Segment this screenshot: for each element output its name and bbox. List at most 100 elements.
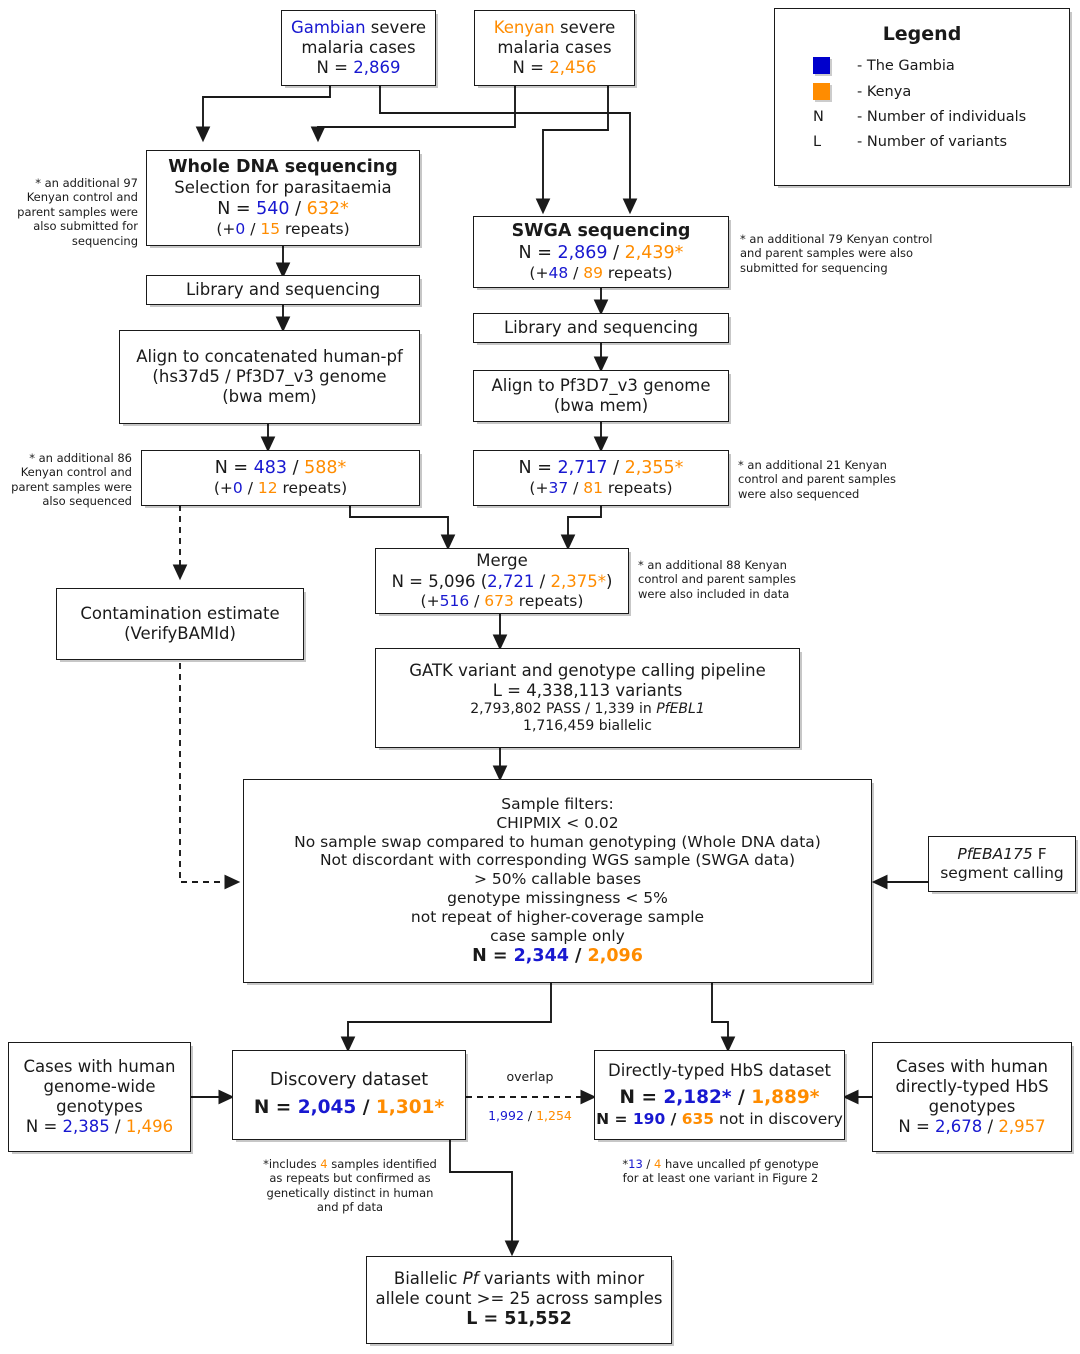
kenyan-cases-line2: malaria cases <box>497 37 612 57</box>
gambian-cases-count: N = 2,869 <box>316 58 401 78</box>
contamination-line2: (VerifyBAMId) <box>124 624 236 643</box>
eba175-line1: PfEBA175 F <box>957 845 1047 864</box>
legend-swatch-gambia <box>805 57 857 74</box>
align-left-line2: (hs37d5 / Pf3D7_v3 genome <box>152 366 387 386</box>
node-merge[interactable]: Merge N = 5,096 (2,721 / 2,375*) (+516 /… <box>375 548 629 614</box>
sample-filters-line2: CHIPMIX < 0.02 <box>496 813 619 832</box>
node-align-right[interactable]: Align to Pf3D7_v3 genome (bwa mem) <box>473 370 729 422</box>
gambian-cases-line1: Gambian severe <box>290 17 427 37</box>
node-sample-filters[interactable]: Sample filters: CHIPMIX < 0.02 No sample… <box>243 779 872 983</box>
node-library-sequencing-right[interactable]: Library and sequencing <box>473 313 729 343</box>
library-left-label: Library and sequencing <box>185 279 381 299</box>
sample-filters-line1: Sample filters: <box>501 794 614 813</box>
sample-filters-line5: > 50% callable bases <box>473 870 642 889</box>
node-counts-left[interactable]: N = 483 / 588* (+0 / 12 repeats) <box>141 450 420 506</box>
merge-title: Merge <box>476 551 528 571</box>
overlap-counts: 1,992 / 1,254 <box>488 1108 572 1123</box>
legend-item-gambia: - The Gambia <box>775 57 1069 74</box>
gatk-line3: 2,793,802 PASS / 1,339 in PfEBL1 <box>470 701 705 718</box>
align-left-line3: (bwa mem) <box>222 387 317 407</box>
gatk-line4: 1,716,459 biallelic <box>523 718 652 735</box>
legend-panel: Legend - The Gambia - Kenya N - Number o… <box>774 8 1070 186</box>
library-right-label: Library and sequencing <box>503 317 699 337</box>
cases-hbs-line2: directly-typed HbS <box>895 1076 1049 1096</box>
node-cases-with-gwas-genotypes[interactable]: Cases with human genome-wide genotypes N… <box>8 1042 191 1152</box>
align-left-line1: Align to concatenated human-pf <box>136 346 403 366</box>
align-right-line2: (bwa mem) <box>553 396 649 415</box>
note-counts-left: * an additional 86 Kenyan control and pa… <box>11 451 132 509</box>
note-hbs: *13 / 4 have uncalled pf genotype for at… <box>622 1157 819 1186</box>
counts-right-n: N = 2,717 / 2,355* <box>518 457 684 478</box>
align-right-line1: Align to Pf3D7_v3 genome <box>491 375 711 395</box>
note-discovery: *includes 4 samples identified as repeat… <box>263 1157 437 1215</box>
note-swga: * an additional 79 Kenyan control and pa… <box>740 232 933 275</box>
node-discovery-dataset[interactable]: Discovery dataset N = 2,045 / 1,301* <box>232 1050 466 1140</box>
cases-gwas-line3: genotypes <box>56 1097 143 1116</box>
legend-swatch-kenya <box>805 83 857 100</box>
legend-key-n: N <box>813 109 824 125</box>
sample-filters-line4: Not discordant with corresponding WGS sa… <box>319 851 796 870</box>
node-swga-sequencing[interactable]: SWGA sequencing N = 2,869 / 2,439* (+48 … <box>473 216 729 288</box>
discovery-title: Discovery dataset <box>269 1070 429 1091</box>
final-line2: allele count >= 25 across samples <box>375 1289 663 1309</box>
sample-filters-counts: N = 2,344 / 2,096 <box>472 945 643 966</box>
kenyan-cases-count: N = 2,456 <box>512 58 597 78</box>
node-contamination-estimate[interactable]: Contamination estimate (VerifyBAMId) <box>56 588 304 660</box>
legend-key-l: L <box>813 134 822 150</box>
cases-hbs-counts: N = 2,678 / 2,957 <box>898 1117 1046 1137</box>
note-counts-right: * an additional 21 Kenyan control and pa… <box>738 458 896 501</box>
sample-filters-line7: not repeat of higher-coverage sample <box>410 908 705 927</box>
node-final-variants[interactable]: Biallelic Pf variants with minor allele … <box>366 1256 672 1344</box>
gatk-line2: L = 4,338,113 variants <box>492 680 683 700</box>
kenyan-cases-line1: Kenyan severe <box>493 17 616 37</box>
cases-hbs-line3: genotypes <box>928 1097 1016 1116</box>
cases-hbs-line1: Cases with human <box>895 1056 1049 1076</box>
cases-gwas-line1: Cases with human <box>23 1056 176 1076</box>
node-counts-right[interactable]: N = 2,717 / 2,355* (+37 / 81 repeats) <box>473 450 729 506</box>
note-merge: * an additional 88 Kenyan control and pa… <box>638 558 796 601</box>
counts-right-repeats: (+37 / 81 repeats) <box>529 479 673 498</box>
eba175-line2: segment calling <box>940 864 1064 882</box>
final-line1: Biallelic Pf variants with minor <box>393 1269 645 1289</box>
note-whole-dna: * an additional 97 Kenyan control and pa… <box>17 176 138 248</box>
swga-title: SWGA sequencing <box>511 221 691 242</box>
whole-dna-subtitle: Selection for parasitaemia <box>174 178 392 198</box>
node-library-sequencing-left[interactable]: Library and sequencing <box>146 275 420 305</box>
node-eba175-segment-calling[interactable]: PfEBA175 F segment calling <box>928 836 1076 892</box>
node-hbs-dataset[interactable]: Directly-typed HbS dataset N = 2,182* / … <box>594 1050 845 1140</box>
node-kenyan-cases[interactable]: Kenyan severe malaria cases N = 2,456 <box>474 10 635 86</box>
counts-left-n: N = 483 / 588* <box>214 457 347 478</box>
legend-item-kenya: - Kenya <box>775 83 1069 100</box>
sample-filters-line6: genotype missingness < 5% <box>447 889 668 908</box>
whole-dna-title: Whole DNA sequencing <box>168 157 398 178</box>
legend-label-n: - Number of individuals <box>857 109 1027 125</box>
legend-label-kenya: - Kenya <box>857 83 912 100</box>
node-cases-with-hbs-genotypes[interactable]: Cases with human directly-typed HbS geno… <box>872 1042 1072 1152</box>
whole-dna-counts: N = 540 / 632* <box>217 198 349 219</box>
merge-repeats: (+516 / 673 repeats) <box>420 591 584 610</box>
node-whole-dna-sequencing[interactable]: Whole DNA sequencing Selection for paras… <box>146 150 420 246</box>
contamination-line1: Contamination estimate <box>80 603 280 623</box>
node-gambian-cases[interactable]: Gambian severe malaria cases N = 2,869 <box>281 10 436 86</box>
counts-left-repeats: (+0 / 12 repeats) <box>213 479 348 498</box>
sample-filters-line8: case sample only <box>490 927 625 946</box>
hbs-counts: N = 2,182* / 1,889* <box>619 1087 820 1109</box>
hbs-title: Directly-typed HbS dataset <box>608 1061 831 1081</box>
node-gatk-pipeline[interactable]: GATK variant and genotype calling pipeli… <box>375 648 800 748</box>
legend-item-l: L - Number of variants <box>775 134 1069 150</box>
legend-item-n: N - Number of individuals <box>775 109 1069 125</box>
legend-label-l: - Number of variants <box>857 134 1008 150</box>
whole-dna-repeats: (+0 / 15 repeats) <box>216 219 350 238</box>
cases-gwas-line2: genome-wide <box>43 1076 156 1096</box>
swga-repeats: (+48 / 89 repeats) <box>529 263 673 282</box>
node-align-left[interactable]: Align to concatenated human-pf (hs37d5 /… <box>119 330 420 424</box>
discovery-counts: N = 2,045 / 1,301* <box>253 1097 445 1119</box>
gambian-cases-line2: malaria cases <box>301 37 416 57</box>
overlap-label: overlap <box>506 1069 554 1084</box>
swga-counts: N = 2,869 / 2,439* <box>518 242 684 263</box>
legend-title: Legend <box>882 23 962 45</box>
legend-label-gambia: - The Gambia <box>857 57 955 74</box>
final-line3: L = 51,552 <box>466 1309 572 1330</box>
merge-counts: N = 5,096 (2,721 / 2,375*) <box>391 571 613 591</box>
